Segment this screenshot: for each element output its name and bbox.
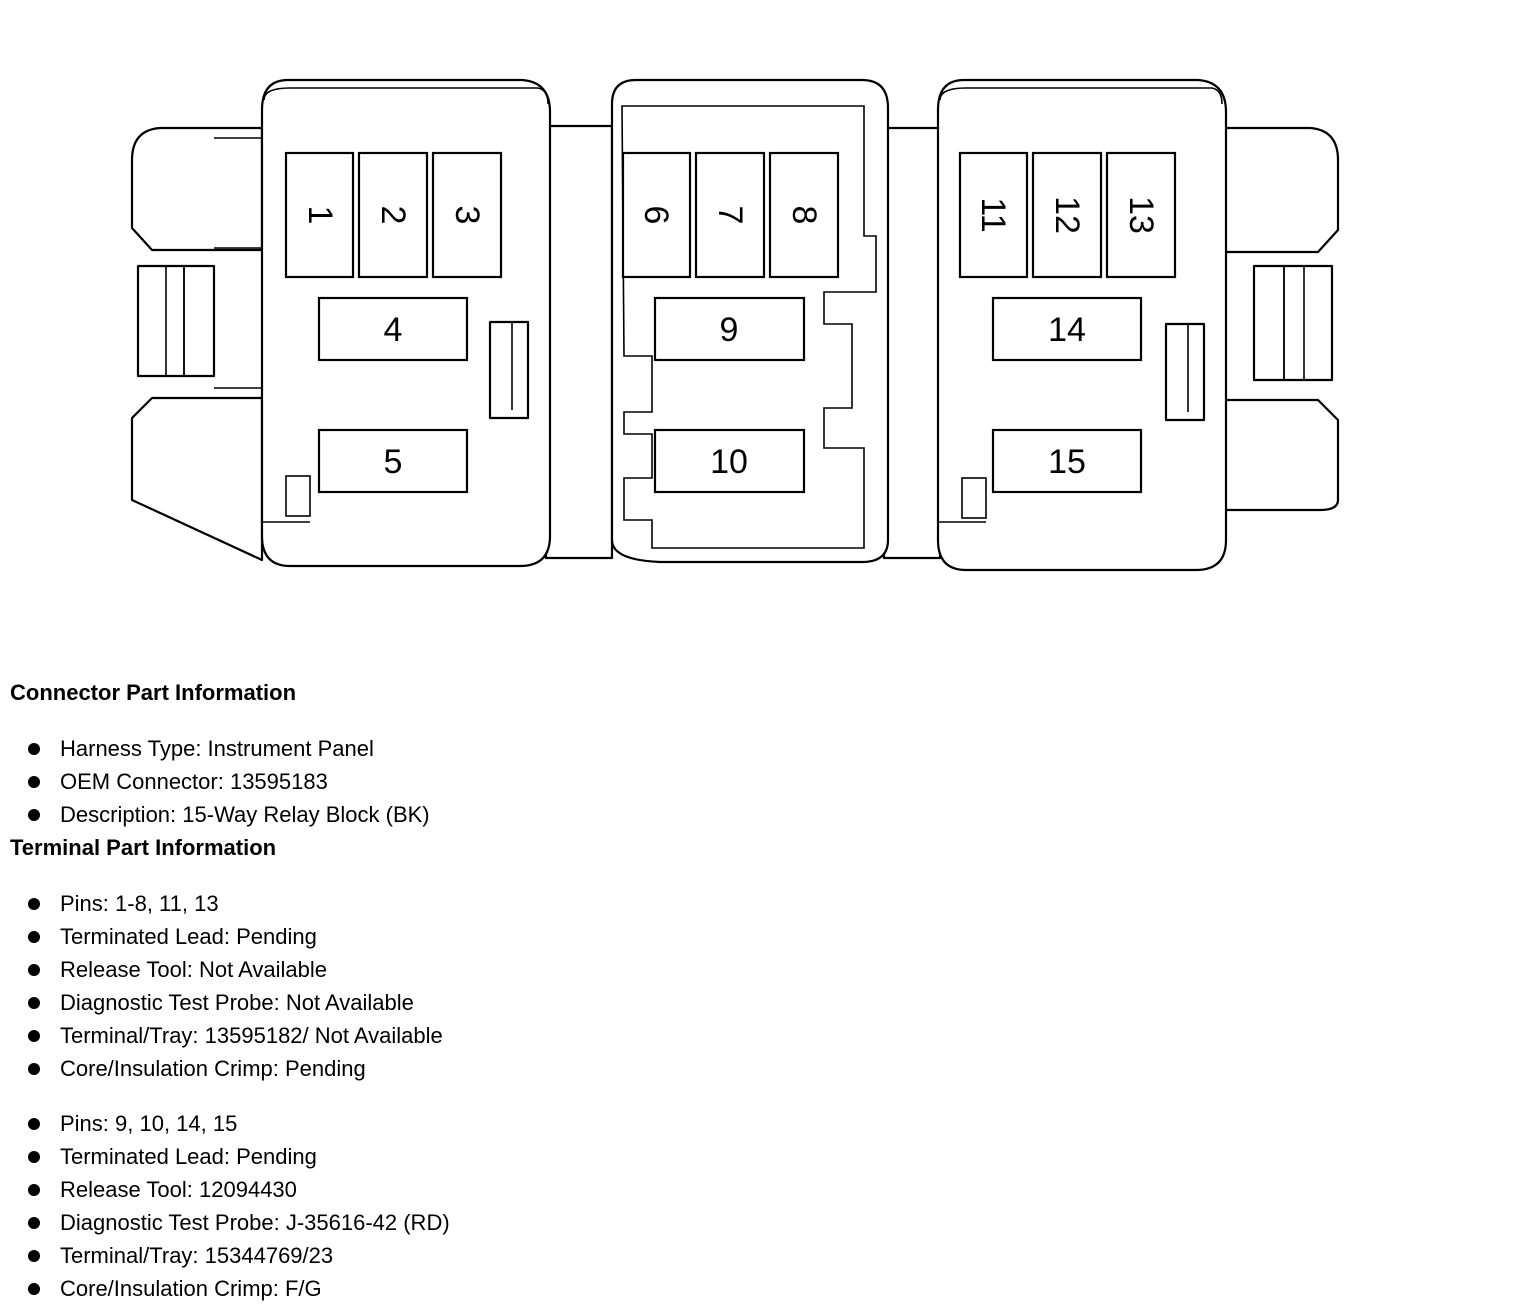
terminal-info-heading: Terminal Part Information bbox=[10, 835, 277, 860]
bullet-icon bbox=[28, 964, 40, 976]
list-item: Core/Insulation Crimp: Pending bbox=[10, 1052, 910, 1085]
list-item: Pins: 9, 10, 14, 15 bbox=[10, 1107, 910, 1140]
pin-cavities bbox=[284, 151, 1177, 494]
pin-cavity-12 bbox=[1031, 151, 1103, 279]
part-information: Connector Part Information Harness Type:… bbox=[10, 676, 910, 1305]
pin-label-5: 5 bbox=[384, 443, 403, 481]
connector-info-list: Harness Type: Instrument Panel OEM Conne… bbox=[10, 732, 910, 831]
bullet-icon bbox=[28, 1151, 40, 1163]
pin-label-12: 12 bbox=[1048, 196, 1086, 234]
pin-cavity-10 bbox=[653, 428, 806, 494]
pin-label-11: 11 bbox=[974, 197, 1012, 232]
pin-cavity-14 bbox=[991, 296, 1143, 362]
list-item: Terminal/Tray: 13595182/ Not Available bbox=[10, 1019, 910, 1052]
bullet-icon bbox=[28, 1283, 40, 1295]
pin-cavity-2 bbox=[357, 151, 429, 279]
left-latch bbox=[130, 126, 264, 562]
list-item: Diagnostic Test Probe: Not Available bbox=[10, 986, 910, 1019]
housing-bridges bbox=[544, 124, 942, 560]
relay-block-connector-diagram: 1 2 3 4 5 6 7 8 9 10 11 12 13 14 15 bbox=[130, 78, 1340, 572]
list-item: Release Tool: 12094430 bbox=[10, 1173, 910, 1206]
bullet-icon bbox=[28, 1118, 40, 1130]
list-item: Pins: 1-8, 11, 13 bbox=[10, 887, 910, 920]
bullet-icon bbox=[28, 1030, 40, 1042]
bullet-icon bbox=[28, 1250, 40, 1262]
pin-label-7: 7 bbox=[711, 206, 749, 225]
connector-info-heading: Connector Part Information bbox=[10, 680, 297, 705]
bullet-icon bbox=[28, 997, 40, 1009]
terminal-info-list-group-1: Pins: 1-8, 11, 13 Terminated Lead: Pendi… bbox=[10, 887, 910, 1085]
pin-label-14: 14 bbox=[1048, 311, 1086, 349]
pin-cavity-3 bbox=[431, 151, 503, 279]
terminal-info-list-group-2: Pins: 9, 10, 14, 15 Terminated Lead: Pen… bbox=[10, 1107, 910, 1305]
bullet-icon bbox=[28, 1217, 40, 1229]
pin-cavity-4 bbox=[317, 296, 469, 362]
list-item: OEM Connector: 13595183 bbox=[10, 765, 910, 798]
pin-label-10: 10 bbox=[710, 443, 748, 481]
bullet-icon bbox=[28, 1184, 40, 1196]
list-item: Terminal/Tray: 15344769/23 bbox=[10, 1239, 910, 1272]
pin-cavity-9 bbox=[653, 296, 806, 362]
pin-cavity-15 bbox=[991, 428, 1143, 494]
list-item: Release Tool: Not Available bbox=[10, 953, 910, 986]
pin-cavity-8 bbox=[768, 151, 840, 279]
pin-cavity-6 bbox=[621, 151, 692, 279]
pin-label-15: 15 bbox=[1048, 443, 1086, 481]
pin-cavity-1 bbox=[284, 151, 355, 279]
pin-label-6: 6 bbox=[637, 206, 675, 225]
right-latch bbox=[1222, 126, 1340, 512]
list-item: Terminated Lead: Pending bbox=[10, 920, 910, 953]
pin-label-3: 3 bbox=[448, 206, 486, 225]
pin-cavity-13 bbox=[1105, 151, 1177, 279]
bullet-icon bbox=[28, 743, 40, 755]
bullet-icon bbox=[28, 931, 40, 943]
pin-label-2: 2 bbox=[374, 206, 412, 225]
pin-cavity-7 bbox=[694, 151, 766, 279]
pin-label-8: 8 bbox=[785, 206, 823, 225]
bullet-icon bbox=[28, 1063, 40, 1075]
pin-labels: 1 2 3 4 5 6 7 8 9 10 11 12 13 14 15 bbox=[301, 196, 1160, 481]
bullet-icon bbox=[28, 776, 40, 788]
list-item: Core/Insulation Crimp: F/G bbox=[10, 1272, 910, 1305]
pin-label-9: 9 bbox=[720, 311, 739, 349]
pin-label-13: 13 bbox=[1122, 196, 1160, 234]
bullet-icon bbox=[28, 809, 40, 821]
pin-cavity-5 bbox=[317, 428, 469, 494]
pin-label-4: 4 bbox=[384, 311, 403, 349]
list-item: Diagnostic Test Probe: J-35616-42 (RD) bbox=[10, 1206, 910, 1239]
list-item: Description: 15-Way Relay Block (BK) bbox=[10, 798, 910, 831]
bullet-icon bbox=[28, 898, 40, 910]
pin-cavity-11 bbox=[958, 151, 1029, 279]
list-item: Harness Type: Instrument Panel bbox=[10, 732, 910, 765]
pin-label-1: 1 bbox=[301, 206, 339, 225]
list-item: Terminated Lead: Pending bbox=[10, 1140, 910, 1173]
